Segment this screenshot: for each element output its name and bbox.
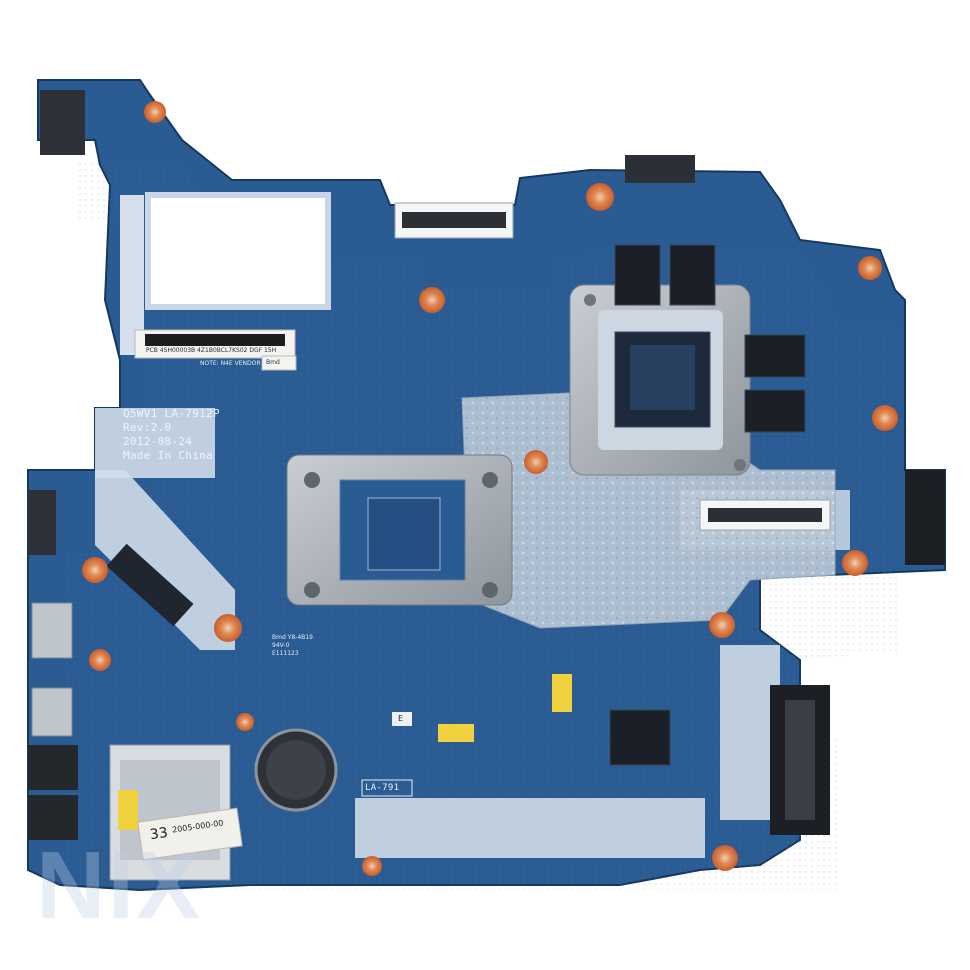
silk-zone-label [95, 408, 215, 478]
e-mark-box [392, 712, 412, 726]
cpu-heatsink [286, 454, 513, 606]
memory-chips [609, 244, 806, 766]
gpu-heatsink [569, 284, 751, 476]
barcode-sticker [134, 329, 297, 371]
board-revision-label: Rev:2.0 [123, 421, 172, 434]
watermark: NIX [36, 832, 203, 939]
e-mark: E [398, 714, 404, 723]
capacitors [118, 674, 572, 830]
board-origin-label: Made In China [123, 449, 213, 462]
board-cutout [145, 192, 331, 310]
board-model-label: Q5WV1 LA-7912P [123, 407, 220, 420]
board-date-label: 2012-08-24 [123, 435, 193, 448]
vendor-text: NOTE: N4E VENDOR [200, 360, 261, 367]
board-bottom-id: LA-791 [365, 783, 400, 793]
screw-pads [82, 101, 898, 876]
silk-frame-left [120, 195, 144, 355]
cmos-battery [254, 728, 338, 812]
silk-zone-diagonal [95, 470, 235, 650]
ul-mark-3: E111123 [272, 650, 299, 657]
board-id-box [361, 779, 413, 797]
barcode-caption: PCB 4SH00003B 4Z1B0BCL7KS02 DGF 15H [146, 347, 277, 354]
label-sticker [137, 807, 243, 861]
silk-zone-bottom [355, 798, 705, 858]
vendor-box-label: Bmd [266, 359, 280, 366]
ul-mark-2: 94V-0 [272, 642, 290, 649]
ul-mark: Bmd Y8-4B19 [272, 634, 313, 641]
